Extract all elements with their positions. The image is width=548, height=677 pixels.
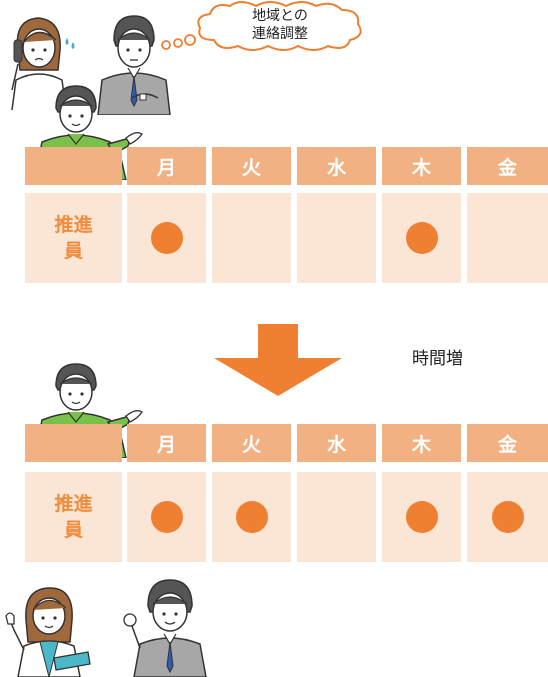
- sweat-icon: [65, 38, 75, 49]
- row-label-line-1: 推進: [54, 214, 93, 236]
- day-header-tue: 火: [212, 424, 291, 462]
- cell-mon: [127, 472, 206, 562]
- cell-fri: [467, 193, 548, 283]
- time-increase-label: 時間増: [412, 349, 463, 369]
- day-header-fri: 金: [467, 147, 548, 185]
- header-corner: [25, 147, 122, 185]
- cell-tue: [212, 472, 291, 562]
- thought-bubble: [197, 1, 362, 51]
- day-header-wed: 水: [297, 147, 376, 185]
- day-header-wed: 水: [297, 424, 376, 462]
- row-label-line-2: 員: [63, 240, 83, 262]
- header-corner: [25, 424, 122, 462]
- scheduled-dot: [150, 222, 183, 254]
- cell-thu: [382, 193, 461, 283]
- day-header-fri: 金: [467, 424, 548, 462]
- bubble-line-2: 連絡調整: [252, 26, 308, 42]
- thought-bubble-tail: [161, 34, 196, 50]
- cell-wed: [297, 472, 376, 562]
- cell-mon: [127, 193, 206, 283]
- thought-bubble-text: 地域との 連絡調整: [230, 7, 330, 43]
- scheduled-dot: [235, 501, 268, 533]
- day-header-mon: 月: [127, 424, 206, 462]
- cell-thu: [382, 472, 461, 562]
- row-label-promoter: 推進 員: [25, 193, 122, 283]
- bubble-line-1: 地域との: [252, 8, 308, 24]
- scheduled-dot: [405, 501, 438, 533]
- scheduled-dot: [405, 222, 438, 254]
- scheduled-dot: [150, 501, 183, 533]
- day-header-tue: 火: [212, 147, 291, 185]
- cell-tue: [212, 193, 291, 283]
- woman-with-booklet-illustration: [5, 587, 91, 677]
- down-arrow-icon: [214, 324, 342, 396]
- day-header-mon: 月: [127, 147, 206, 185]
- man-in-suit-illustration: [123, 579, 207, 677]
- cell-fri: [467, 472, 548, 562]
- row-label-line-2: 員: [63, 519, 83, 541]
- cell-wed: [297, 193, 376, 283]
- woman-on-phone-illustration: [11, 17, 67, 110]
- row-label-promoter: 推進 員: [25, 472, 122, 562]
- row-label-line-1: 推進: [54, 493, 93, 515]
- scheduled-dot: [491, 501, 524, 533]
- man-checking-watch-illustration: [97, 15, 171, 115]
- day-header-thu: 木: [382, 424, 461, 462]
- day-header-thu: 木: [382, 147, 461, 185]
